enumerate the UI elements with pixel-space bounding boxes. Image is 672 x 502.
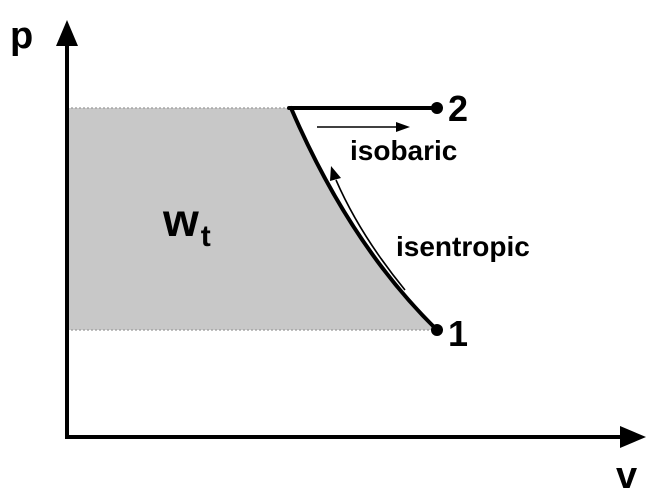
state-label-1: 1	[448, 313, 468, 354]
isentropic-curve	[289, 106, 439, 332]
x-axis-arrowhead	[620, 426, 646, 448]
technical-work-area	[67, 108, 437, 330]
x-axis-label: v	[616, 455, 637, 497]
isentropic-arrowhead	[330, 166, 341, 181]
work-label-main: w	[162, 194, 199, 246]
state-point-2	[431, 102, 443, 114]
state-label-2: 2	[448, 88, 468, 129]
isentropic-label: isentropic	[396, 231, 530, 262]
isobaric-label: isobaric	[350, 135, 457, 166]
work-label: wt	[162, 194, 211, 253]
isentropic-arrow-shaft	[335, 179, 406, 291]
y-axis-label: p	[10, 15, 33, 57]
isobaric-arrowhead	[396, 122, 410, 132]
work-label-subscript: t	[201, 220, 211, 253]
state-point-1	[431, 324, 443, 336]
y-axis-arrowhead	[56, 20, 78, 46]
